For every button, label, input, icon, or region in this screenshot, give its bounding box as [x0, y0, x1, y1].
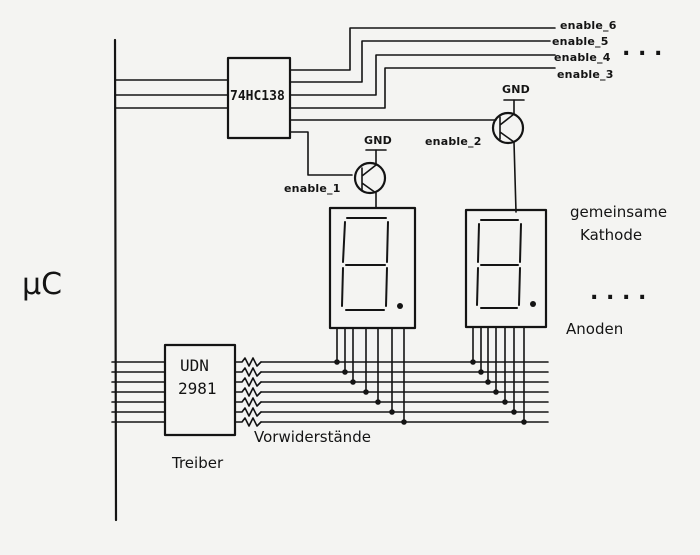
common-cathode-label-2: Kathode: [580, 226, 643, 244]
ellipsis-mid: . . . .: [590, 280, 647, 305]
enable-1-wire: [289, 131, 353, 176]
display-1-pins: [336, 327, 405, 423]
decoder-chip: [226, 56, 292, 140]
transistor-1-leads: [361, 149, 377, 209]
driver-chip: [163, 343, 237, 437]
ellipsis-top: . . .: [622, 36, 663, 61]
transistor-2-leads: [499, 99, 517, 213]
common-cathode-label-1: gemeinsame: [570, 203, 668, 221]
display-2-pins: [472, 326, 525, 423]
gnd-1-label: GND: [364, 134, 392, 147]
enable-1-label: enable_1: [284, 182, 341, 195]
transistor-2: [491, 111, 525, 145]
decoder-input-wires: [115, 79, 229, 109]
microcontroller-label: µC: [22, 267, 63, 302]
driver-caption: Treiber: [172, 454, 224, 472]
junction-dots: [334, 359, 527, 425]
display-2-segments: [476, 219, 536, 309]
driver-input-wires: [111, 361, 166, 423]
enable-4-label: enable_4: [554, 51, 611, 64]
decoder-label: 74HC138: [230, 89, 285, 104]
enable-2-label: enable_2: [425, 135, 482, 148]
resistors-label: Vorwiderstände: [254, 428, 371, 446]
enable-3-label: enable_3: [557, 68, 614, 81]
transistor-1: [353, 161, 387, 195]
uc-bus-line: [113, 38, 118, 522]
display-1-segments: [341, 217, 403, 311]
seven-segment-display-1: [328, 206, 417, 330]
enable-wires: [289, 27, 556, 121]
enable-6-label: enable_6: [560, 19, 617, 32]
gnd-2-label: GND: [502, 83, 530, 96]
anodes-label: Anoden: [566, 320, 624, 338]
enable-5-label: enable_5: [552, 35, 609, 48]
seven-segment-display-2: [464, 208, 548, 329]
driver-label-line2: 2981: [178, 379, 217, 398]
resistors: [234, 357, 262, 427]
driver-label-line1: UDN: [180, 356, 209, 375]
